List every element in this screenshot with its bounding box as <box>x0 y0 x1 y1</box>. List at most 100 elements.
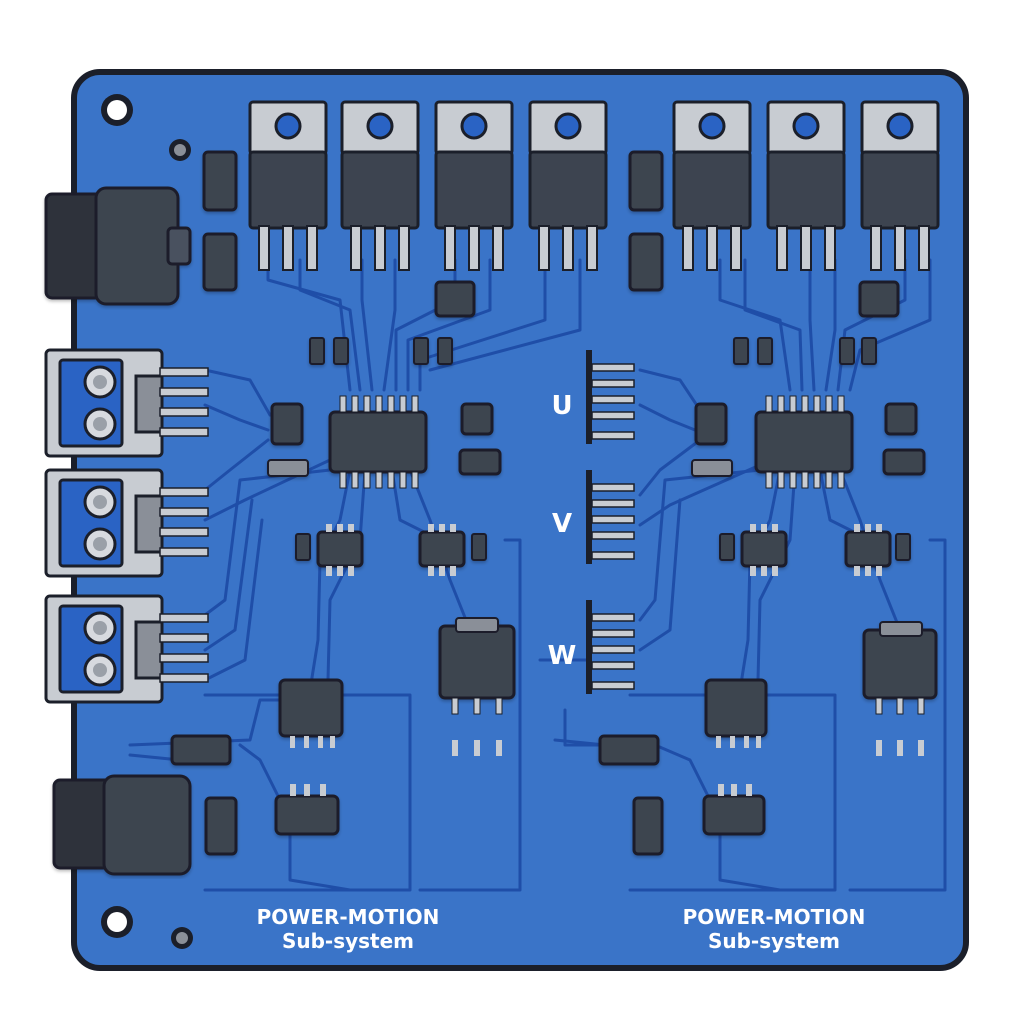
package-pin <box>744 736 749 748</box>
ic-pin <box>777 471 785 489</box>
regulator-pad <box>452 740 458 756</box>
phase-header-1 <box>586 350 635 444</box>
regulator-pin <box>896 697 904 715</box>
mounting-holes <box>101 94 193 949</box>
package-pin <box>730 736 735 748</box>
top-passives <box>202 150 900 318</box>
package-pin <box>318 736 323 748</box>
mosfet-1 <box>248 100 328 271</box>
driver-pin <box>772 566 778 576</box>
driver-pin <box>326 524 332 532</box>
driver-pin <box>337 566 343 576</box>
ic-pin <box>789 471 797 489</box>
driver-pin <box>450 524 456 532</box>
regulator-pad <box>918 740 924 756</box>
ic-pin <box>837 471 845 489</box>
ic-pin <box>387 471 395 489</box>
driver-pin <box>428 524 434 532</box>
phase-headers <box>586 350 635 694</box>
regulator-pad <box>876 740 882 756</box>
regulator-pad <box>474 740 480 756</box>
subsystem-left-title: POWER-MOTION <box>257 905 440 929</box>
package-pin <box>716 736 721 748</box>
driver-pin <box>439 566 445 576</box>
driver-pin <box>865 524 871 532</box>
package-pin <box>718 784 724 796</box>
package-pin <box>290 736 295 748</box>
driver-pin <box>439 524 445 532</box>
package-pin <box>330 736 335 748</box>
regulator-pin <box>917 697 925 715</box>
package-pin <box>320 784 326 796</box>
driver-pin <box>876 566 882 576</box>
driver-pin <box>348 566 354 576</box>
driver-pin <box>750 524 756 532</box>
ic-pin <box>813 471 821 489</box>
ic-pin <box>351 471 359 489</box>
driver-pin <box>854 524 860 532</box>
phase-label-w: W <box>548 641 577 671</box>
mosfet-6 <box>766 100 846 271</box>
copper-traces <box>128 258 947 892</box>
ic-pin <box>363 471 371 489</box>
mosfet-2 <box>340 100 420 271</box>
regulator-pin <box>495 697 503 715</box>
ic-pin <box>813 395 821 413</box>
driver-pin <box>772 524 778 532</box>
mosfet-7 <box>860 100 940 271</box>
phase-header-3 <box>586 600 635 694</box>
ic-pin <box>375 471 383 489</box>
regulator-pin <box>875 697 883 715</box>
regulator-pin <box>451 697 459 715</box>
package-pin <box>304 784 310 796</box>
ic-pin <box>339 395 347 413</box>
driver-pin <box>428 566 434 576</box>
screw-terminals <box>44 348 209 704</box>
package-pin <box>746 784 752 796</box>
ic-pin <box>765 395 773 413</box>
ic-pin <box>399 471 407 489</box>
ic-pin <box>825 471 833 489</box>
regulator-pin <box>473 697 481 715</box>
driver-pin <box>450 566 456 576</box>
power-jack-top <box>44 186 192 306</box>
ic-pins <box>290 395 925 796</box>
subsystem-right-subtitle: Sub-system <box>708 929 840 953</box>
ic-pin <box>339 471 347 489</box>
ic-pin <box>375 395 383 413</box>
ic-pin <box>399 395 407 413</box>
ic-pin <box>351 395 359 413</box>
regulator-pad <box>496 740 502 756</box>
driver-pin <box>761 524 767 532</box>
ic-pin <box>765 471 773 489</box>
ic-pin <box>363 395 371 413</box>
package-pin <box>731 784 737 796</box>
driver-pin <box>854 566 860 576</box>
left-subsystem-parts <box>170 337 516 856</box>
mosfet-5 <box>672 100 752 271</box>
screw-terminal-1 <box>44 348 209 458</box>
package-pin <box>290 784 296 796</box>
ic-pin <box>837 395 845 413</box>
mosfet-row <box>248 100 940 271</box>
ic-pin <box>825 395 833 413</box>
driver-pin <box>761 566 767 576</box>
phase-label-v: V <box>552 509 572 539</box>
screw-terminal-3 <box>44 594 209 704</box>
driver-pin <box>865 566 871 576</box>
ic-pin <box>387 395 395 413</box>
driver-pin <box>348 524 354 532</box>
power-jack-bottom <box>52 774 192 876</box>
package-pin <box>304 736 309 748</box>
ic-pin <box>411 395 419 413</box>
subsystem-left-subtitle: Sub-system <box>282 929 414 953</box>
phase-label-u: U <box>551 391 572 421</box>
driver-pin <box>876 524 882 532</box>
mosfet-4 <box>528 100 608 271</box>
driver-pin <box>326 566 332 576</box>
regulator-pad <box>897 740 903 756</box>
ic-pin <box>801 471 809 489</box>
driver-pin <box>750 566 756 576</box>
